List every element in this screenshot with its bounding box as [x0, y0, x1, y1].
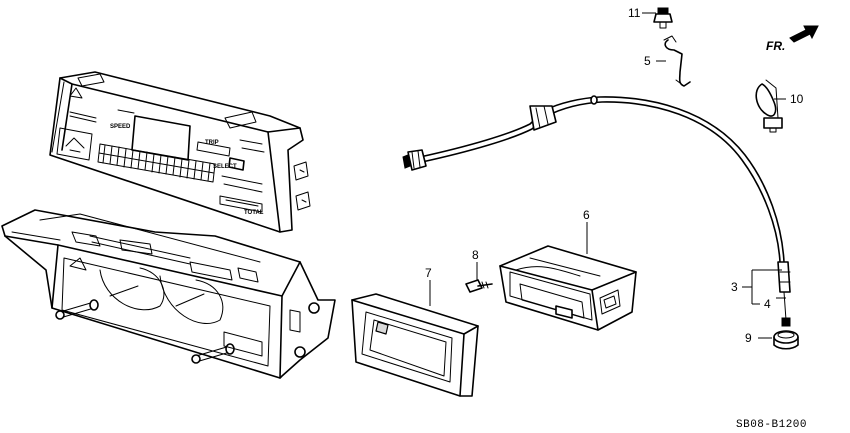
callout-6: 6	[583, 208, 590, 222]
harness-clip-part10	[755, 79, 783, 133]
speedometer-cable	[402, 95, 791, 327]
screw-part8	[465, 279, 493, 293]
callout-3: 3	[731, 280, 738, 294]
leader-lines	[429, 12, 786, 339]
meter-face-panel: SPEED TRIP SELECT TOTAL	[49, 71, 311, 233]
trip-face-label: TRIP	[205, 140, 219, 146]
callout-10: 10	[790, 92, 804, 106]
total-face-label: TOTAL	[244, 210, 264, 216]
speed-face-label: SPEED	[110, 124, 131, 130]
cable-clip-part5	[663, 35, 691, 87]
callout-11: 11	[628, 6, 641, 20]
front-direction-indicator: FR.	[766, 25, 819, 53]
grommet-part11	[653, 7, 673, 29]
callout-4: 4	[764, 297, 771, 311]
callout-7: 7	[425, 266, 432, 280]
bezel-frame-part7	[351, 293, 479, 397]
select-face-label: SELECT	[213, 164, 237, 170]
callout-9: 9	[745, 331, 752, 345]
callout-8: 8	[472, 248, 479, 262]
front-direction-label: FR.	[766, 39, 785, 53]
gauge-housing	[1, 209, 336, 379]
tachometer-bar-graph	[97, 143, 216, 183]
clamp-ring-part9	[773, 330, 799, 350]
drawing-code: SB08-B1200	[736, 419, 807, 431]
pocket-box-part6	[499, 245, 637, 331]
callout-5: 5	[644, 54, 651, 68]
